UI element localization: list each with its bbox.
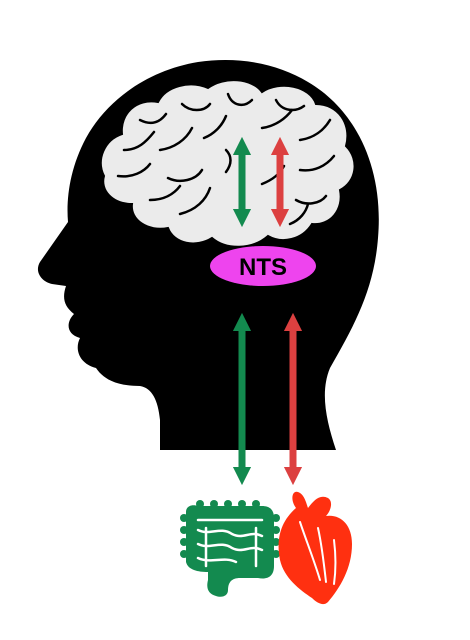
nts-label: NTS [239, 254, 287, 281]
heart-organ-icon [278, 491, 352, 605]
nts-node [210, 246, 316, 286]
intestine-icon [180, 500, 280, 597]
brain-icon [99, 79, 356, 248]
